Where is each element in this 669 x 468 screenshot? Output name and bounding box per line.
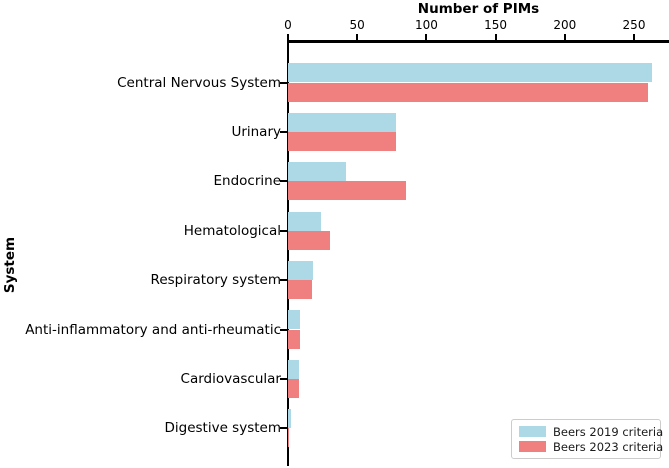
category-label: Urinary	[231, 123, 281, 140]
bar-beers-2023	[288, 329, 301, 349]
y-tick-mark	[280, 279, 287, 282]
category-label: Respiratory system	[150, 272, 281, 289]
y-tick-mark	[280, 328, 287, 331]
bar-beers-2019	[288, 260, 313, 281]
legend-swatch-icon	[519, 441, 546, 452]
x-axis-label: Number of PIMs	[417, 1, 540, 17]
x-axis-spine	[287, 40, 669, 43]
legend-label: Beers 2023 criteria	[553, 439, 664, 454]
bar-beers-2019	[288, 359, 300, 379]
legend-label: Beers 2019 criteria	[553, 424, 664, 439]
category-label: Anti-inflammatory and anti-rheumatic	[25, 321, 281, 338]
y-tick-mark	[280, 81, 287, 84]
legend-row: Beers 2023 criteria	[519, 439, 663, 454]
bar-beers-2019	[288, 310, 301, 330]
x-tick-label: 250	[622, 18, 646, 32]
category-label: Endocrine	[213, 173, 282, 190]
x-tick-mark	[633, 34, 635, 40]
category-label: Cardiovascular	[180, 370, 281, 387]
x-tick-label: 150	[484, 18, 508, 32]
category-label: Digestive system	[164, 420, 282, 437]
bar-beers-2019	[288, 211, 322, 231]
x-tick-mark	[425, 34, 428, 40]
x-tick-mark	[494, 34, 497, 40]
category-label: Central Nervous System	[117, 74, 281, 91]
x-tick-mark	[563, 34, 566, 40]
bar-beers-2023	[288, 378, 300, 399]
bar-beers-2019	[288, 162, 347, 182]
bar-beers-2019	[288, 63, 652, 83]
x-tick-mark	[287, 34, 289, 40]
bar-beers-2019	[288, 409, 291, 429]
x-tick-mark	[356, 34, 359, 40]
y-tick-mark	[280, 427, 287, 430]
legend-swatch-icon	[519, 426, 546, 437]
bar-beers-2023	[288, 280, 312, 300]
category-label: Hematological	[183, 222, 281, 239]
bar-beers-2023	[288, 82, 648, 102]
x-tick-label: 50	[349, 18, 365, 32]
x-tick-label: 200	[553, 18, 577, 32]
y-tick-mark	[280, 377, 287, 380]
y-tick-mark	[280, 180, 287, 183]
bar-beers-2023	[288, 131, 396, 152]
x-tick-label: 100	[414, 18, 438, 32]
y-tick-mark	[280, 130, 287, 133]
bar-beers-2019	[288, 112, 396, 132]
x-tick-label: 0	[284, 18, 292, 32]
legend-row: Beers 2019 criteria	[519, 424, 663, 439]
bar-beers-2023	[288, 428, 290, 448]
bar-beers-2023	[288, 230, 330, 250]
y-tick-mark	[280, 229, 287, 232]
y-axis-spine	[286, 40, 289, 466]
bar-beers-2023	[288, 181, 406, 201]
